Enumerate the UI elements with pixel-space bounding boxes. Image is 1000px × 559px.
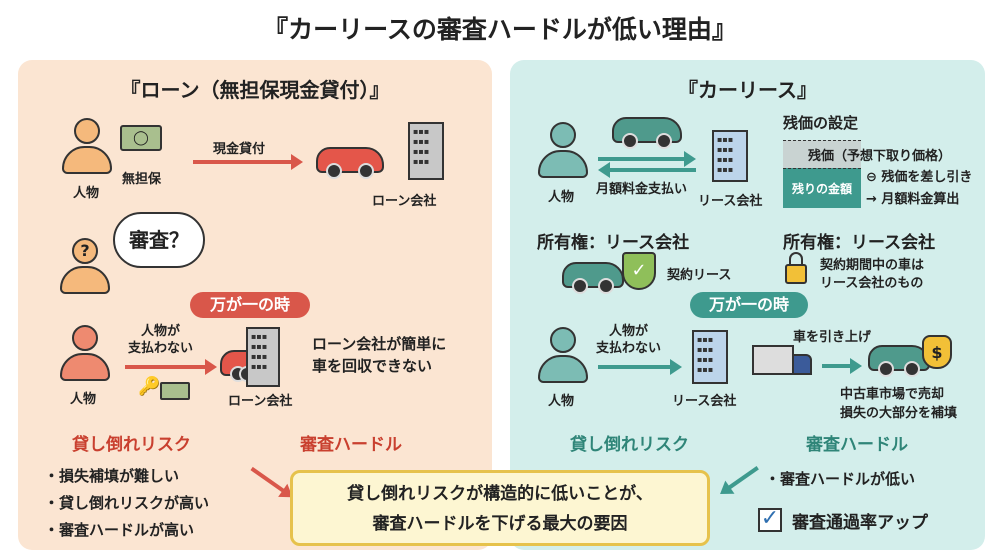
residual-value-label: 残価（予想下取り価格） (808, 149, 952, 164)
page-title: 『カーリースの審査ハードルが低い理由』 (263, 15, 737, 44)
ownership-label: 所有権：リース会社 (783, 233, 936, 253)
person-label: 人物 (548, 190, 575, 205)
hurdle-label: 審査ハードル (806, 435, 908, 455)
remaining-bar: 残りの金額 (783, 168, 861, 208)
contract-lease-label: 契約リース (667, 268, 732, 283)
building-icon (246, 327, 280, 387)
subtract-label: ⊖ 残価を差し引き (866, 170, 973, 185)
emergency-badge: 万が一の時 (690, 292, 808, 318)
money-bag-icon: $ (922, 335, 952, 369)
person-label: 人物 (73, 186, 100, 201)
not-paying-arrow (598, 359, 682, 375)
not-paying-arrow (125, 359, 217, 375)
key-icon: 🔑 (138, 376, 161, 397)
loan-heading: 『ローン（無担保現金貸付）』 (120, 78, 390, 102)
cannot-recover-text: ローン会社が簡単に車を回収できない (312, 335, 447, 375)
lease-company-label: リース会社 (672, 394, 737, 409)
residual-title: 残価の設定 (783, 114, 859, 132)
lock-text: 契約期間中の車はリース会社のもの (820, 258, 925, 291)
pass-rate-label: 審査通過率アップ (792, 513, 928, 533)
monthly-calc-label: → 月額料金算出 (866, 192, 960, 207)
loan-company-label: ローン会社 (372, 194, 437, 209)
residual-bar (783, 140, 861, 168)
person-icon (62, 118, 112, 174)
building-icon (408, 122, 444, 180)
car-icon (562, 262, 624, 294)
lease-heading: 『カーリース』 (678, 78, 817, 102)
cash-loan-arrow (193, 154, 303, 170)
thinking-person-icon: ? (60, 238, 110, 294)
checkbox-icon: ✓ (758, 508, 782, 532)
lease-arrow (598, 151, 696, 167)
car-icon (612, 117, 682, 149)
resale-arrow (822, 358, 862, 374)
resale-text: 中古車市場で売却損失の大部分を補填 (840, 387, 958, 421)
risk-label: 貸し倒れリスク (72, 435, 191, 455)
conclusion-box: 貸し倒れリスクが構造的に低いことが、審査ハードルを下げる最大の要因 (290, 470, 710, 546)
ownership-label: 所有権：リース会社 (537, 233, 690, 253)
thought-bubble: 審査？ (113, 212, 205, 268)
shield-check-icon: ✓ (622, 252, 656, 290)
building-icon (692, 330, 728, 384)
person-label: 人物 (548, 394, 575, 409)
not-paying-label: 人物が支払わない (596, 324, 662, 356)
minus-icon: ⊖ (866, 170, 882, 185)
building-icon (712, 130, 748, 182)
hurdle-label: 審査ハードル (300, 435, 402, 455)
monthly-payment-label: 月額料金支払い (596, 182, 688, 197)
payment-arrow (608, 168, 696, 172)
loan-bullets: ・損失補填が難しい・貸し倒れリスクが高い・審査ハードルが高い (44, 467, 210, 539)
truck-cab (792, 354, 812, 375)
risk-label: 貸し倒れリスク (570, 435, 689, 455)
money-icon (160, 382, 190, 400)
truck-icon (752, 345, 794, 375)
unsecured-label: 無担保 (122, 172, 162, 187)
cash-loan-label: 現金貸付 (213, 142, 266, 157)
person-label: 人物 (70, 392, 97, 407)
person-icon (538, 122, 588, 178)
lease-bullet: ・審査ハードルが低い (765, 470, 916, 488)
person-icon (538, 327, 588, 383)
emergency-badge: 万が一の時 (190, 292, 310, 318)
loan-company-label: ローン会社 (228, 394, 293, 409)
lease-company-label: リース会社 (698, 194, 763, 209)
not-paying-label: 人物が支払わない (128, 324, 194, 356)
repossess-label: 車を引き上げ (793, 330, 872, 345)
person-icon (60, 325, 110, 381)
car-icon (868, 345, 930, 377)
car-icon (316, 147, 384, 179)
lock-shackle (789, 252, 803, 266)
lock-icon (785, 264, 807, 284)
money-icon: ◯ (120, 125, 162, 151)
